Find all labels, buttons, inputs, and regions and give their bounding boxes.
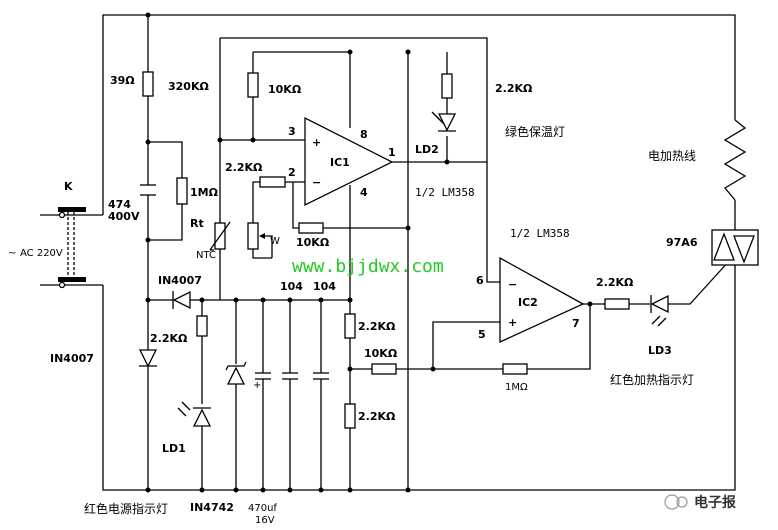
label-ld2: LD2 <box>415 143 439 156</box>
svg-text:−: − <box>312 176 321 189</box>
label-r10k-mid: 10KΩ <box>296 236 330 249</box>
resistor-2k2-right <box>604 298 630 310</box>
wires <box>102 14 736 491</box>
junction-dots <box>145 12 593 493</box>
opamp-ic1: + − <box>304 116 394 207</box>
resistor-39 <box>142 71 154 97</box>
resistor-10k-ic2 <box>371 363 397 375</box>
resistor-2k2-mid <box>259 176 286 188</box>
capacitor-474 <box>140 184 156 196</box>
potentiometer-w <box>247 222 273 258</box>
label-r1m-ic2: 1MΩ <box>505 382 528 393</box>
label-r320k: 320KΩ <box>168 80 209 93</box>
label-half-lm358-a: 1/2 LM358 <box>415 186 475 199</box>
label-c400v: 400V <box>108 210 140 223</box>
label-ntc: NTC <box>196 250 216 261</box>
label-triac: 97A6 <box>666 236 698 249</box>
label-green-lamp: 绿色保温灯 <box>505 124 565 139</box>
resistor-10k-mid <box>298 222 324 234</box>
led-ld3 <box>650 294 669 327</box>
label-ac-220v: AC 220V <box>20 248 63 259</box>
label-pin4: 4 <box>360 186 368 199</box>
label-pin2: 2 <box>288 166 296 179</box>
resistor-2k2-ic2b <box>344 403 356 429</box>
diode-in4007-top <box>172 290 191 310</box>
label-r2k2-left: 2.2KΩ <box>150 332 188 345</box>
resistor-1m-left <box>176 177 188 205</box>
label-ld1: LD1 <box>162 442 186 455</box>
label-c474: 474 <box>108 198 131 211</box>
label-r10k-ic2: 10KΩ <box>364 347 398 360</box>
brand-logo: 电子报 <box>664 494 736 511</box>
resistor-2k2-ic2a <box>344 313 356 339</box>
label-red-heat: 红色加热指示灯 <box>610 372 694 387</box>
label-r2k2-mid: 2.2KΩ <box>225 161 263 174</box>
label-heater: 电加热线 <box>648 149 696 163</box>
capacitor-104a <box>282 372 298 380</box>
triac-97a6 <box>711 229 759 266</box>
thermistor-rt <box>209 221 231 251</box>
label-ic1: IC1 <box>330 156 350 169</box>
label-c470uf: 470uf <box>248 503 277 514</box>
resistor-2k2-top <box>441 73 453 99</box>
watermark-text: www.bjjdwx.com <box>292 256 444 277</box>
label-half-lm358-b: 1/2 LM358 <box>510 227 570 240</box>
resistor-2k2-left <box>196 315 208 337</box>
label-ic2: IC2 <box>518 296 538 309</box>
led-ld1 <box>177 401 212 427</box>
label-ac: ~ <box>8 248 16 259</box>
label-pin1: 1 <box>388 146 396 159</box>
label-c16v: 16V <box>255 515 275 526</box>
svg-text:+: + <box>253 380 261 391</box>
led-ld2 <box>431 111 457 132</box>
label-pin5: 5 <box>478 328 486 341</box>
resistor-10k-top <box>247 72 259 98</box>
capacitor-104b <box>313 372 329 380</box>
label-in4007-top: IN4007 <box>158 274 202 287</box>
label-c104b: 104 <box>313 280 336 293</box>
label-pin7: 7 <box>572 317 580 330</box>
opamp-ic2: − + <box>499 256 585 344</box>
label-k: K <box>64 180 73 193</box>
label-in4742: IN4742 <box>190 501 234 514</box>
label-rt: Rt <box>190 217 204 230</box>
label-r1m-left: 1MΩ <box>190 186 219 199</box>
label-in4007-left: IN4007 <box>50 352 94 365</box>
label-r2k2-ic2b: 2.2KΩ <box>358 410 396 423</box>
label-r10k-top: 10KΩ <box>268 83 302 96</box>
diode-in4007-left <box>138 349 158 368</box>
label-pin8: 8 <box>360 128 368 141</box>
label-ld3: LD3 <box>648 344 672 357</box>
resistor-1m-ic2 <box>502 363 528 375</box>
label-c104a: 104 <box>280 280 303 293</box>
svg-text:−: − <box>508 278 517 291</box>
svg-text:+: + <box>312 136 321 149</box>
svg-text:+: + <box>508 316 517 329</box>
label-w: W <box>270 236 280 247</box>
label-r2k2-top: 2.2KΩ <box>495 82 533 95</box>
zener-in4742 <box>225 361 247 385</box>
label-r2k2-ic2a: 2.2KΩ <box>358 320 396 333</box>
label-pin3: 3 <box>288 125 296 138</box>
label-red-power: 红色电源指示灯 <box>84 501 168 516</box>
heater-coil <box>723 119 747 201</box>
brand-text: 电子报 <box>694 494 736 511</box>
switch-k <box>40 207 103 289</box>
label-pin6: 6 <box>476 274 484 287</box>
label-r39: 39Ω <box>110 74 135 87</box>
capacitor-470uf: + <box>253 372 271 391</box>
label-r2k2-right: 2.2KΩ <box>596 276 634 289</box>
